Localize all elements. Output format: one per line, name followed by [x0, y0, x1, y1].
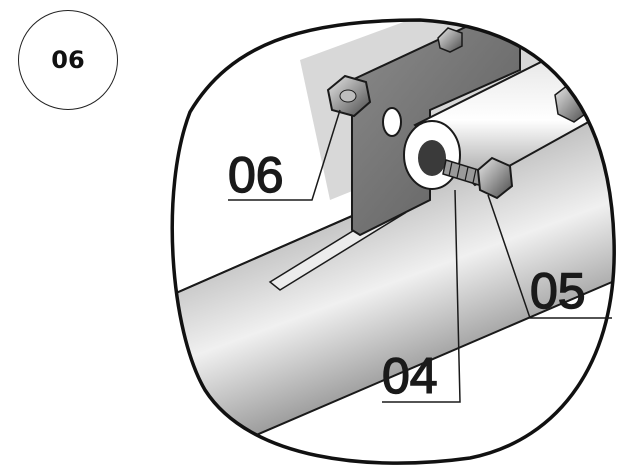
leader-lines	[228, 109, 612, 403]
callout-label-04: 04	[382, 348, 438, 404]
upper-nut	[437, 27, 463, 53]
leader-06	[228, 109, 341, 201]
top-nut	[326, 74, 372, 118]
leader-05	[487, 194, 612, 319]
detail-lens-outline	[170, 18, 616, 465]
callout-label-06: 06	[228, 147, 284, 203]
leader-04	[382, 189, 461, 403]
step-number-badge: 06	[18, 10, 118, 110]
step-number: 06	[51, 46, 85, 74]
plate-hole	[382, 107, 402, 137]
bolt-head	[476, 156, 514, 200]
callout-label-05: 05	[530, 263, 586, 319]
detail-lens-content	[172, 20, 615, 464]
